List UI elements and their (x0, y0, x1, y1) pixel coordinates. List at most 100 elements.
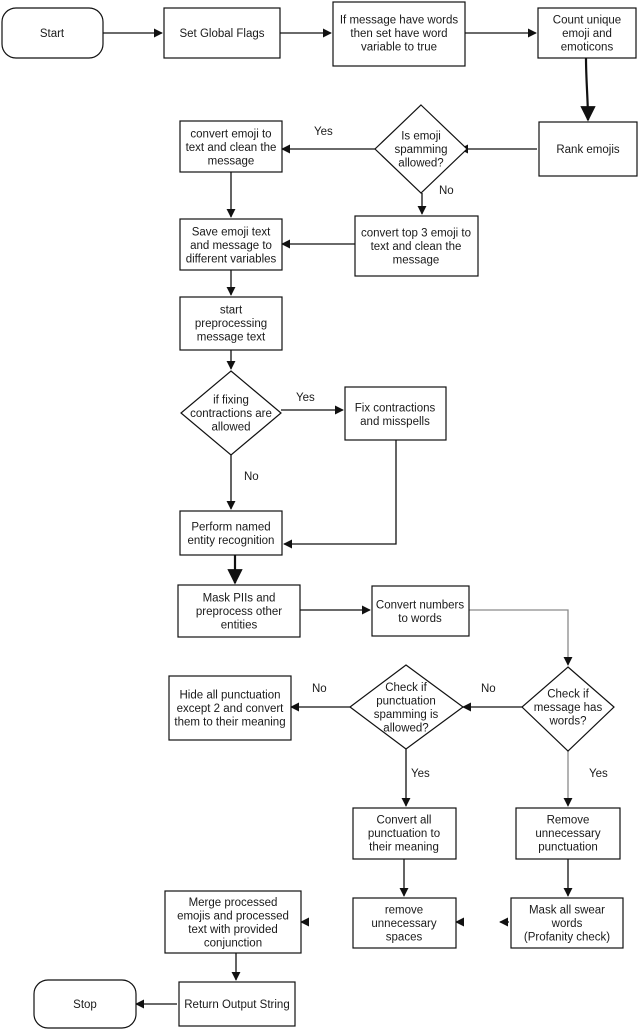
rank-emojis-label: Rank emojis (556, 144, 620, 156)
ner-box (179, 510, 283, 556)
label-line: variable to true (361, 42, 437, 54)
connectors (103, 28, 596, 1009)
label-line: entity recognition (188, 535, 275, 547)
label-line: message text (197, 332, 266, 344)
mask-piis-box (177, 584, 301, 638)
label-line: If message have words (340, 15, 459, 27)
label-line: Mask PIIs and (203, 593, 276, 605)
emoji-no-label: No (439, 185, 454, 197)
label-line: message has (534, 702, 603, 714)
label-line: punctuation (376, 695, 435, 707)
punct-yes-label: Yes (411, 768, 430, 780)
label-line: except 2 and convert (177, 703, 285, 715)
label-line: allowed (212, 422, 251, 434)
words-yes-label: Yes (589, 768, 608, 780)
ner-label: Perform named entity recognition (188, 521, 275, 547)
label-line: Perform named (191, 521, 270, 533)
set-flags-box (163, 7, 281, 59)
rank-emojis-box (538, 121, 638, 177)
save-emoji-box (179, 218, 283, 271)
label-line: words? (548, 716, 586, 728)
has-words-decision (521, 666, 615, 752)
set-flags-label: Set Global Flags (179, 28, 264, 40)
label-line: them to their meaning (174, 717, 285, 729)
label-line: their meaning (369, 842, 439, 854)
label-line: remove (385, 905, 423, 917)
contractions-decision (180, 370, 282, 456)
label-line: allowed? (383, 722, 428, 734)
label-line: message (393, 255, 440, 267)
label-line: and misspells (360, 416, 430, 428)
contractions-no-label: No (244, 471, 259, 483)
word-check-box (332, 1, 466, 67)
edge-count-to-rank (580, 57, 596, 122)
label-line: convert emoji to (190, 129, 271, 141)
label-line: Count unique (553, 15, 621, 27)
stop-terminal (33, 979, 137, 1029)
label-line: Convert all (377, 815, 432, 827)
label-line: (Profanity check) (524, 932, 610, 944)
remove-punct-box (515, 807, 621, 860)
contractions-yes-label: Yes (296, 392, 315, 404)
label-line: punctuation (538, 842, 597, 854)
label-line: convert top 3 emoji to (361, 228, 471, 240)
label-line: entities (221, 620, 258, 632)
label-line: allowed? (398, 158, 443, 170)
label-line: text with provided (188, 924, 278, 936)
label-line: text and clean the (186, 142, 277, 154)
return-output-box (178, 981, 296, 1027)
start-terminal (1, 7, 104, 59)
hide-punct-box (168, 675, 292, 741)
label-line: unnecessary (371, 918, 436, 930)
return-output-label: Return Output String (184, 999, 289, 1011)
label-line: conjunction (204, 937, 262, 949)
label-line: Is emoji (401, 131, 441, 143)
label-line: emoji and (562, 28, 612, 40)
label-line: emoticons (561, 42, 614, 54)
remove-spaces-box (352, 897, 457, 949)
emoji-spam-decision (374, 104, 468, 194)
label-line: Remove (547, 815, 590, 827)
label-line: Rank emojis (556, 144, 620, 156)
node-labels: Start Set Global Flags If message have w… (40, 15, 621, 1012)
convert-emoji-all-box (179, 120, 283, 173)
label-line: punctuation to (368, 828, 440, 840)
label-line: Fix contractions (355, 402, 436, 414)
label-line: emojis and processed (177, 910, 289, 922)
label-line: different variables (186, 254, 277, 266)
label-line: unnecessary (535, 828, 600, 840)
edge-fix-to-ner (283, 440, 397, 549)
convert-top3-box (354, 215, 479, 277)
label-line: spamming (394, 144, 447, 156)
start-label: Start (40, 28, 65, 40)
label-line: Return Output String (184, 999, 289, 1011)
label-line: and message to (190, 240, 272, 252)
punct-no-label: No (312, 683, 327, 695)
label-line: contractions are (190, 408, 272, 420)
edge-labels: Yes No Yes No No Yes No Yes (244, 126, 608, 780)
merge-box (164, 890, 302, 954)
emoji-yes-label: Yes (314, 126, 333, 138)
label-line: Mask all swear (529, 905, 605, 917)
label-line: Stop (73, 999, 97, 1011)
convert-punct-box (352, 807, 457, 860)
label-line: if fixing (213, 395, 249, 407)
mask-swear-box (510, 897, 624, 949)
punct-spam-decision (349, 664, 465, 750)
